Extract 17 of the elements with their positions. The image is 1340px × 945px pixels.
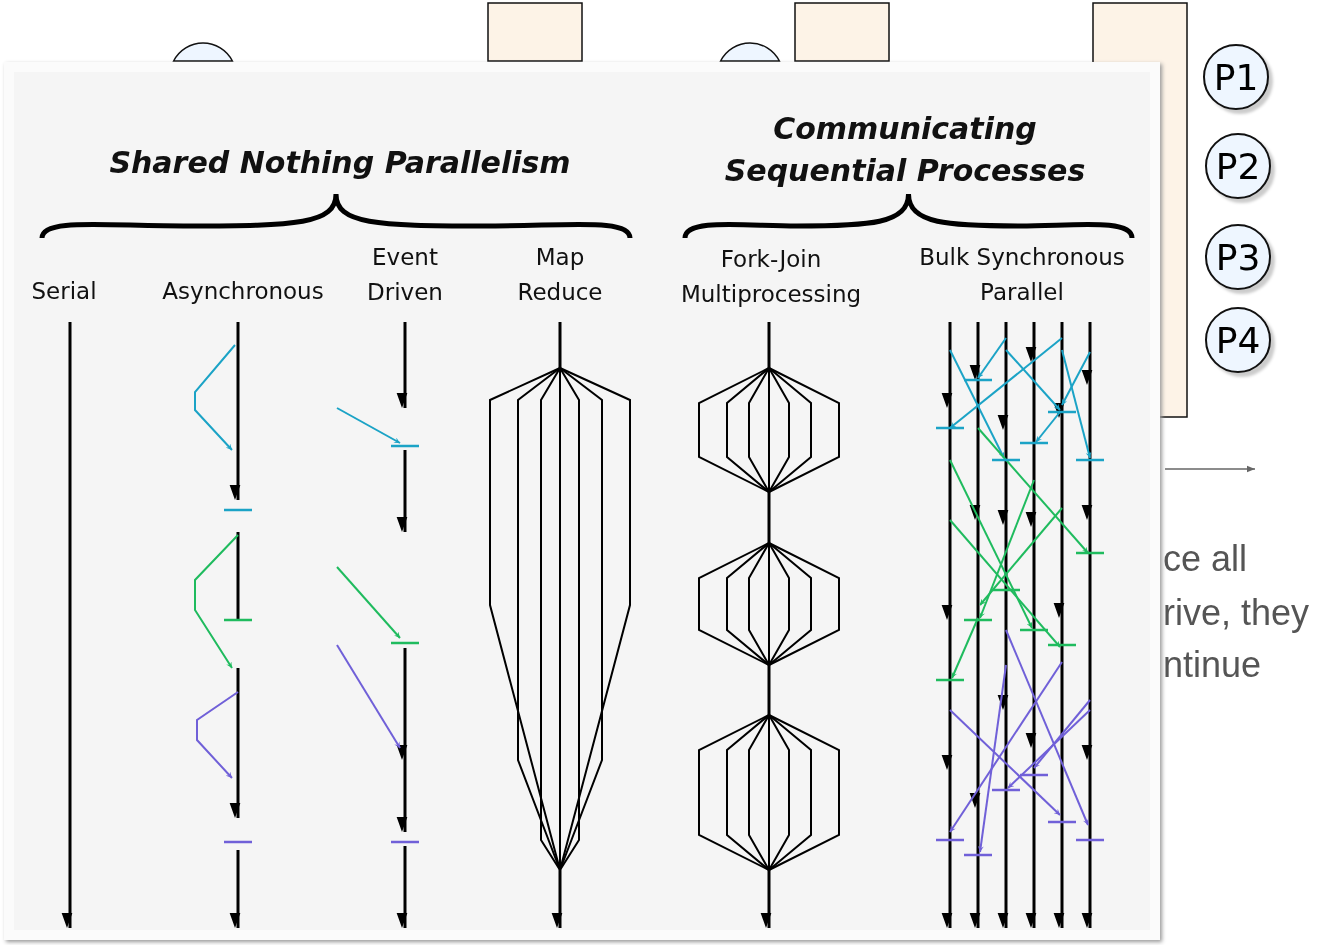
column-label: Asynchronous [161, 277, 325, 306]
heading: Communicating Sequential Processes [723, 110, 1087, 190]
process-circle: P2 [1205, 133, 1271, 199]
heading: Shared Nothing Parallelism [108, 144, 572, 182]
column-label: Map Reduce [516, 243, 604, 307]
slide-box [487, 2, 583, 62]
slide-box [794, 2, 890, 62]
column-label: Event Driven [366, 243, 444, 307]
process-circle: P1 [1203, 44, 1269, 110]
process-circle: P4 [1205, 307, 1271, 373]
slide-text: rive, they [1163, 591, 1310, 635]
slide-text: ntinue [1163, 643, 1262, 687]
slide-text: ce all [1163, 537, 1248, 581]
process-circle: P3 [1205, 224, 1271, 290]
column-label: Serial [30, 277, 98, 306]
column-label: Fork-Join Multiprocessing [679, 245, 863, 309]
column-label: Bulk Synchronous Parallel [918, 243, 1126, 307]
